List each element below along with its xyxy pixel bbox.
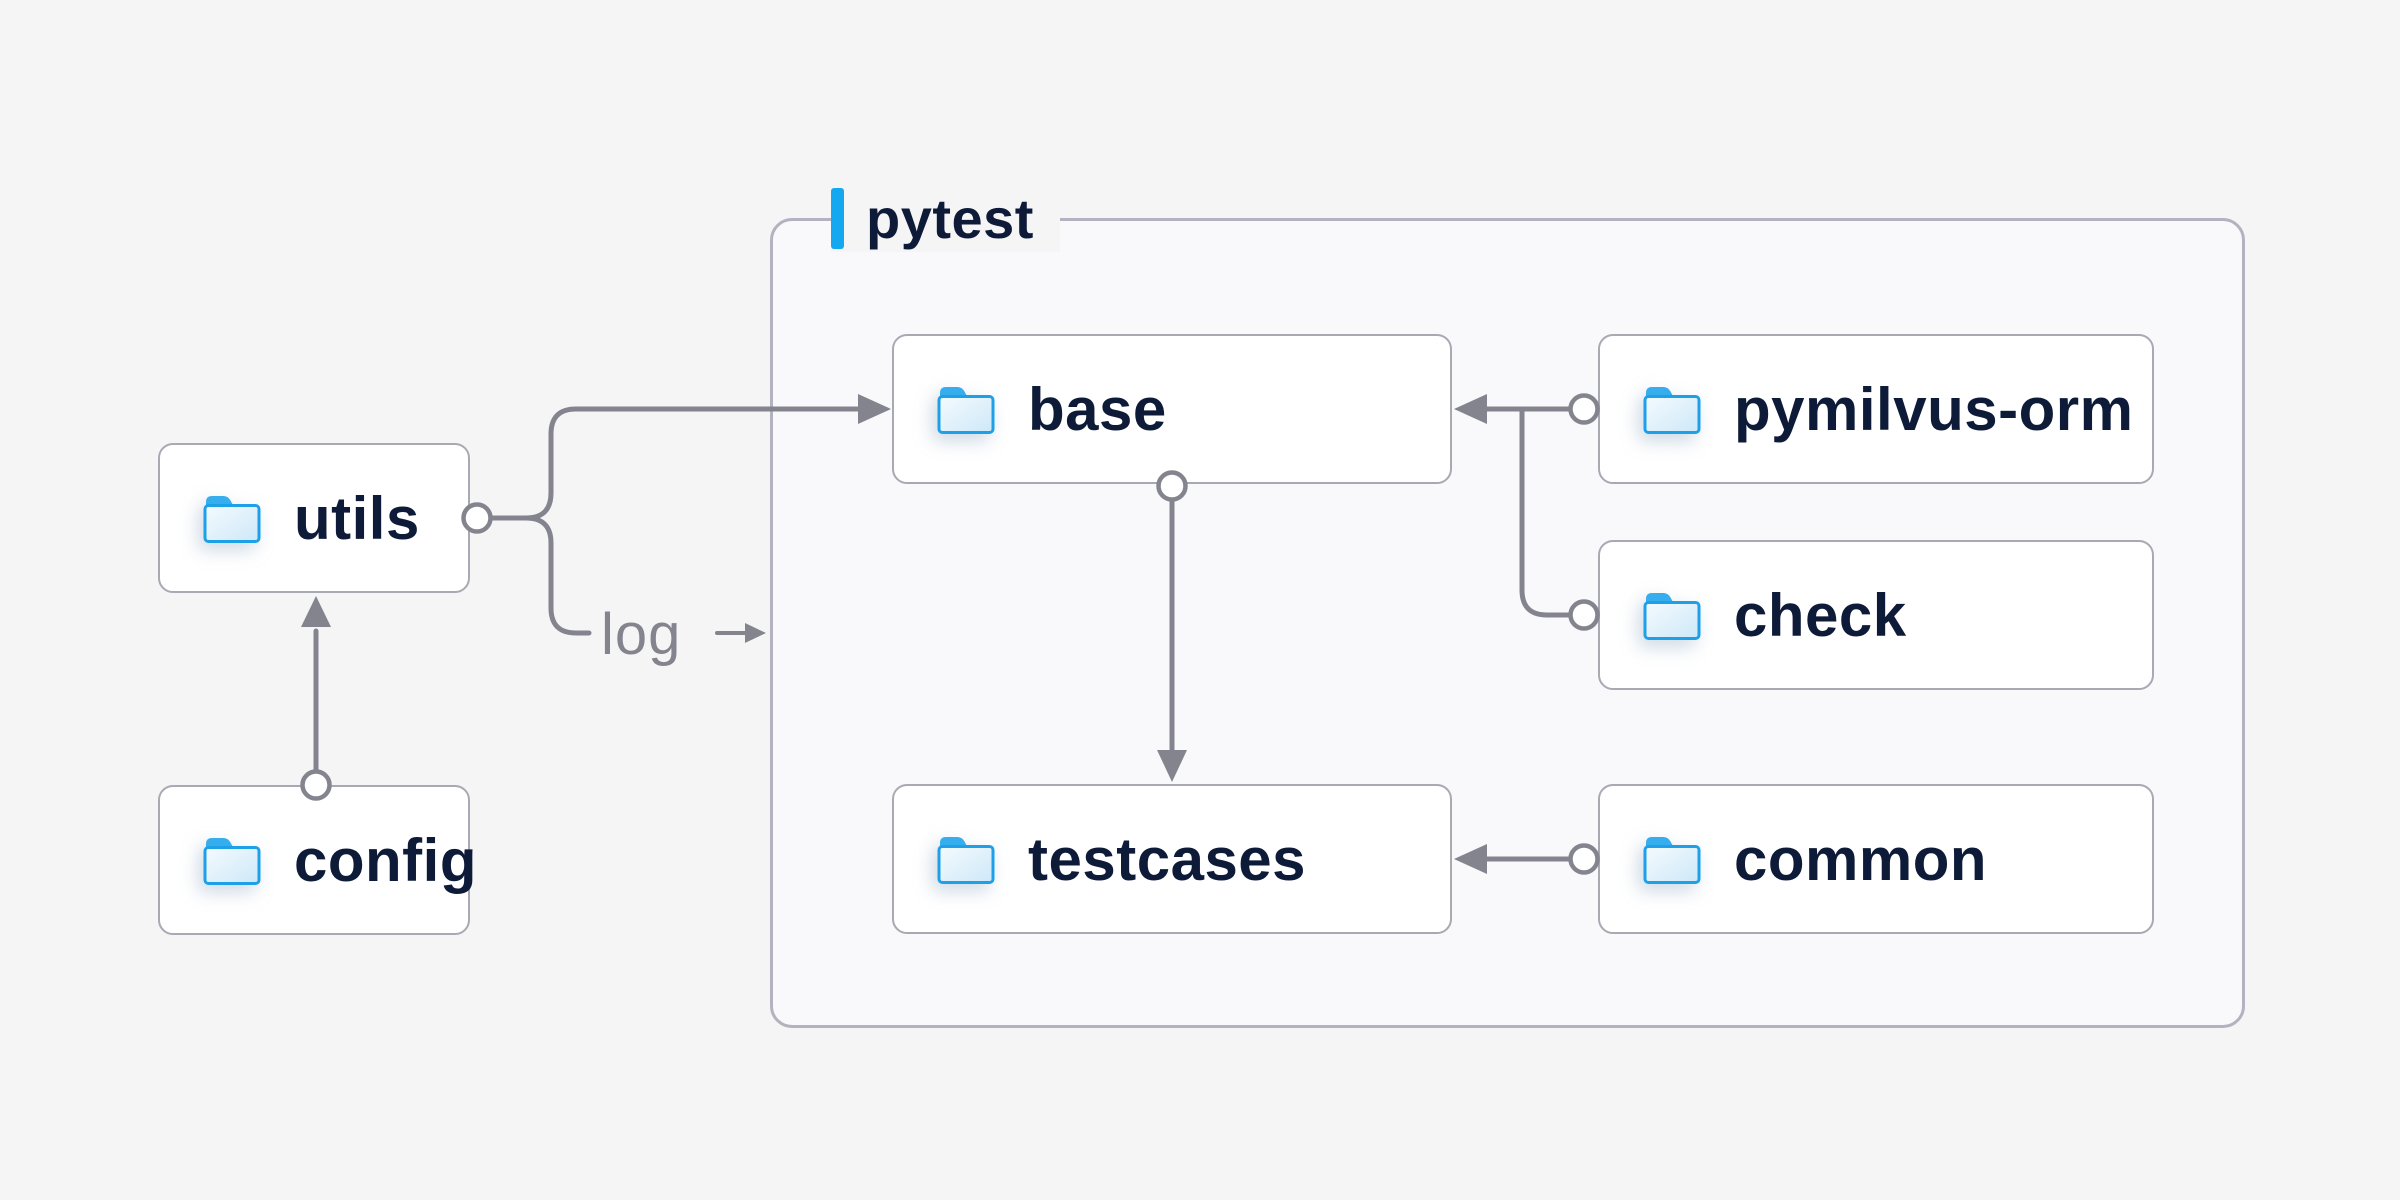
node-base: base	[892, 334, 1452, 484]
node-label: check	[1734, 581, 1907, 649]
arrowhead-into-utils	[301, 596, 331, 627]
arrowhead-log	[745, 623, 766, 643]
node-utils: utils	[158, 443, 470, 593]
node-label: common	[1734, 825, 1988, 893]
accent-bar	[831, 187, 844, 249]
edge-label-log: log	[601, 602, 682, 667]
node-label: config	[294, 826, 477, 894]
node-testcases: testcases	[892, 784, 1452, 934]
node-label: base	[1028, 375, 1167, 443]
folder-icon	[203, 838, 261, 885]
node-label: pymilvus-orm	[1734, 375, 2134, 443]
group-title: pytest	[866, 186, 1034, 250]
folder-icon	[203, 496, 261, 543]
folder-icon	[937, 387, 995, 434]
node-check: check	[1598, 540, 2154, 690]
node-pymilvus-orm: pymilvus-orm	[1598, 334, 2154, 484]
node-config: config	[158, 785, 476, 935]
pytest-group-label: pytest	[831, 184, 1060, 252]
folder-icon	[937, 837, 995, 884]
edge-utils-log-line	[523, 515, 592, 636]
folder-icon	[1643, 837, 1701, 884]
node-label: utils	[294, 484, 420, 552]
node-label: testcases	[1028, 825, 1307, 893]
node-common: common	[1598, 784, 2154, 934]
folder-icon	[1643, 387, 1701, 434]
folder-icon	[1643, 593, 1701, 640]
